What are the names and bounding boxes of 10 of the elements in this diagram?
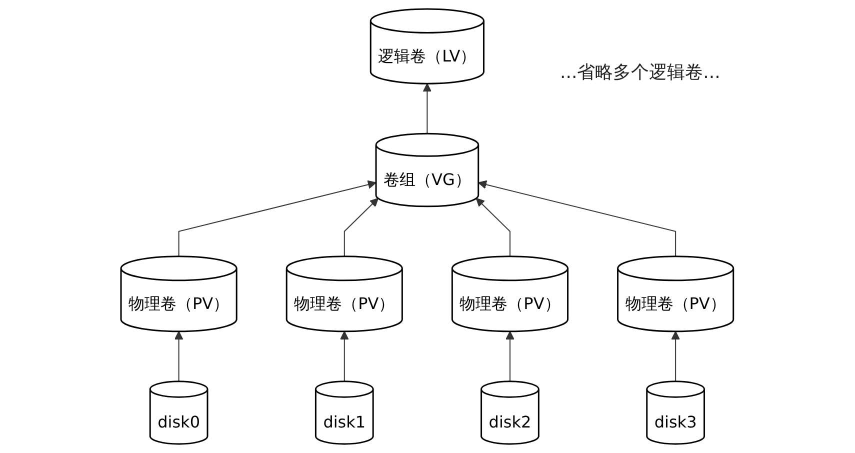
arrow [671, 331, 680, 382]
arrow [423, 83, 432, 134]
note-text: ...省略多个逻辑卷... [560, 61, 720, 84]
arrow [174, 331, 184, 382]
arrow [178, 180, 377, 257]
arrow [340, 331, 350, 382]
arrow [344, 198, 379, 257]
arrow [506, 331, 515, 382]
arrow [476, 198, 511, 257]
arrow [478, 180, 676, 257]
